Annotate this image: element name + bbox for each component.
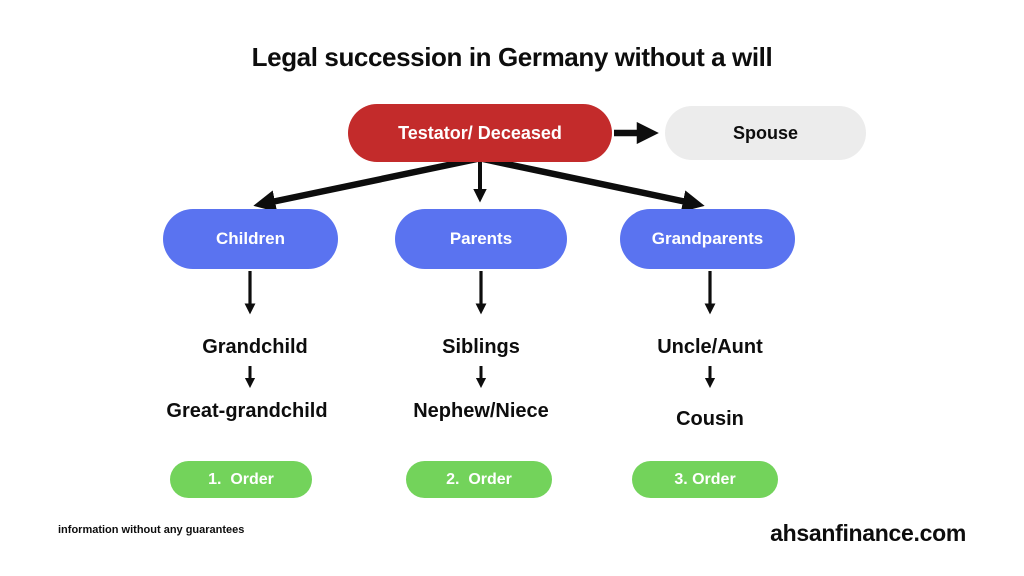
order-badge-1: 1. Order: [170, 461, 312, 498]
node-testator-deceased: Testator/ Deceased: [348, 104, 612, 162]
website-text: ahsanfinance.com: [770, 520, 966, 546]
disclaimer-text: information without any guarantees: [58, 524, 245, 536]
node-uncle-aunt: Uncle/Aunt: [657, 336, 763, 358]
node-grandchild: Grandchild: [202, 336, 308, 358]
arrow-testator-to-children: [253, 155, 478, 213]
node-children: Children: [163, 209, 338, 269]
arrow-testator-to-grandparents: [482, 155, 705, 213]
node-nephew-niece: Nephew/Niece: [413, 400, 549, 422]
order-badge-2: 2. Order: [406, 461, 552, 498]
node-spouse: Spouse: [665, 106, 866, 160]
order-badge-3: 3. Order: [632, 461, 778, 498]
node-grandparents: Grandparents: [620, 209, 795, 269]
node-siblings: Siblings: [442, 336, 520, 358]
page-title: Legal succession in Germany without a wi…: [251, 42, 773, 72]
node-parents: Parents: [395, 209, 567, 269]
node-cousin: Cousin: [676, 408, 744, 430]
node-great-grandchild: Great-grandchild: [166, 400, 328, 422]
